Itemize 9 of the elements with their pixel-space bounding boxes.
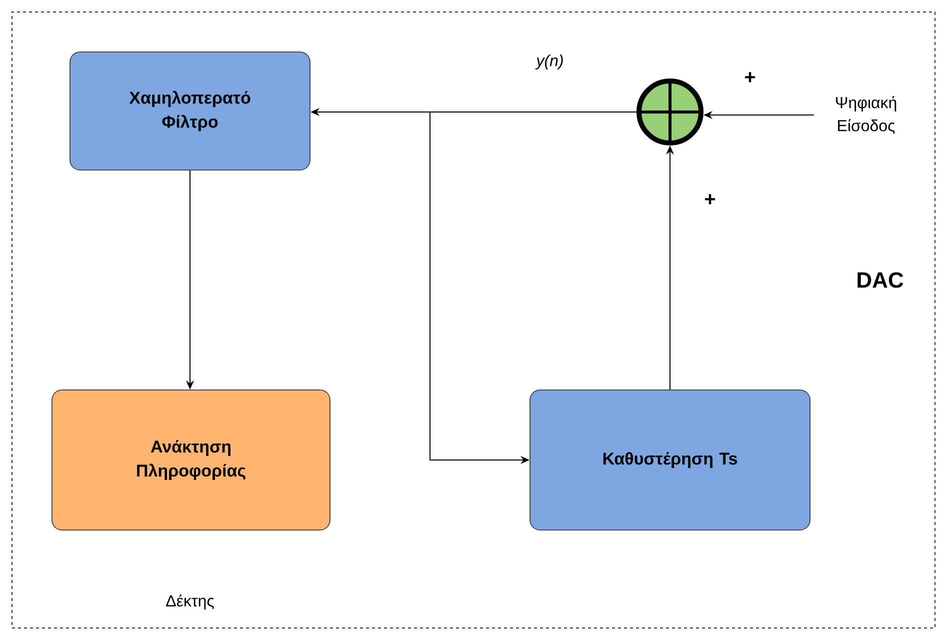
edge-label: + bbox=[705, 194, 716, 204]
block-label: DAC bbox=[858, 272, 904, 288]
process-box: Καθυστέρηση Ts bbox=[530, 390, 810, 530]
process-box: Ανάκτηση Πληροφορίας bbox=[52, 390, 330, 530]
edge-label: y(n) bbox=[535, 54, 563, 70]
summing-junction bbox=[636, 78, 704, 146]
input-label: Ψηφιακή Είσοδος bbox=[836, 96, 896, 134]
edge-label: + bbox=[745, 72, 756, 82]
process-box: Χαμηλοπερατό Φίλτρο bbox=[70, 52, 310, 170]
